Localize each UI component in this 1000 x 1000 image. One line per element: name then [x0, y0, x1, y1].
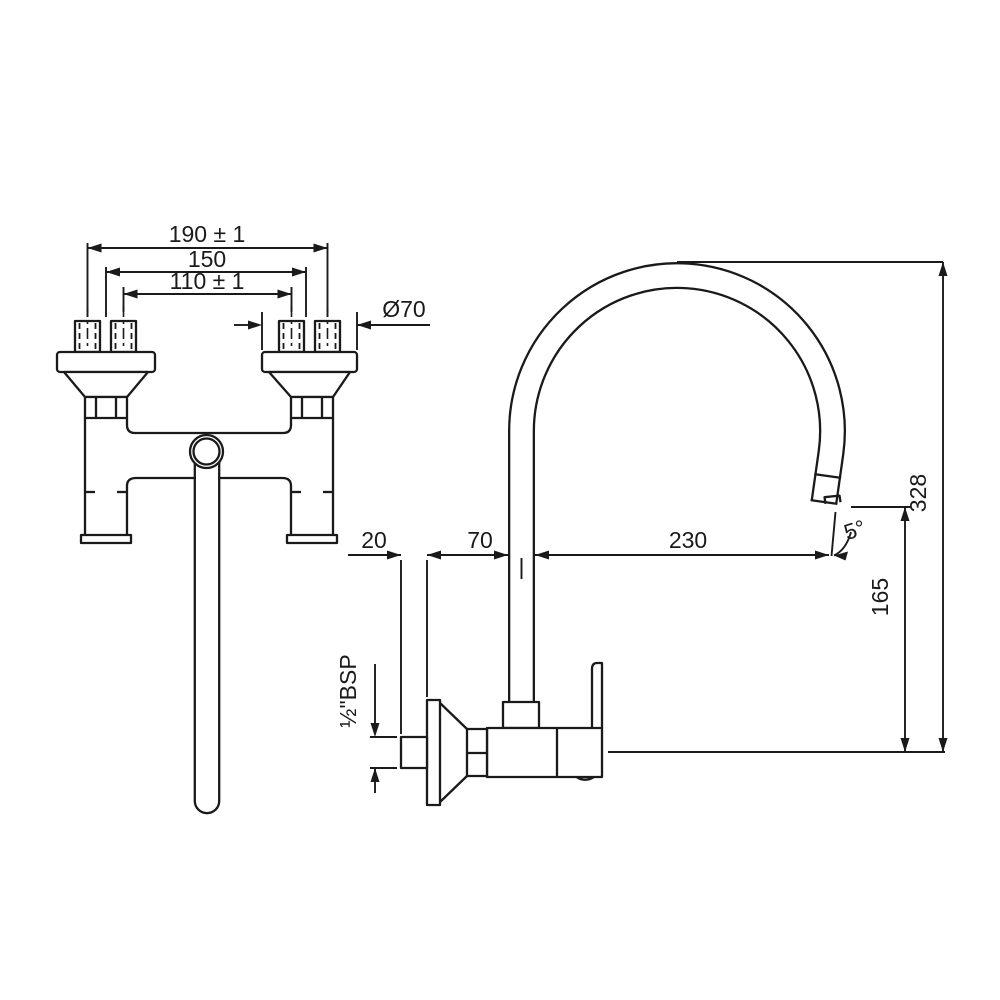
left-flange-assembly — [55, 306, 157, 420]
flange-plate — [55, 350, 157, 374]
riser-base-block — [501, 700, 541, 730]
side-view: 20 70 230 5° 165 328 — [335, 261, 948, 807]
front-spout-pipe — [193, 452, 221, 815]
front-body — [79, 418, 339, 545]
hex-nut — [83, 395, 129, 420]
flange-cone — [62, 370, 150, 399]
body-underside-detail — [575, 775, 595, 781]
side-dimensions: 20 70 230 5° 165 328 — [335, 261, 948, 793]
dim-label-110: 110 ± 1 — [170, 268, 245, 294]
front-dimensions: 190 ± 1 150 110 ± 1 Ø70 — [86, 221, 430, 350]
dim-label-dia70: Ø70 — [382, 296, 425, 322]
dim-label-5deg: 5° — [841, 515, 869, 545]
aerator-notch — [823, 494, 842, 504]
inlet-thread-pipe — [399, 735, 429, 770]
dim-label-150: 150 — [188, 246, 226, 272]
lever-handle — [590, 661, 604, 728]
gooseneck-spout — [508, 262, 846, 703]
right-flange-assembly — [260, 306, 359, 420]
front-view: 190 ± 1 150 110 ± 1 Ø70 — [55, 221, 430, 815]
left-foot-plate — [79, 533, 133, 545]
flange-cone — [267, 370, 352, 399]
flange-plate — [260, 350, 359, 374]
wall-flange-plate-side — [425, 698, 442, 807]
dim-label-230: 230 — [669, 527, 707, 553]
dim-label-70: 70 — [467, 527, 493, 553]
right-foot-plate — [285, 533, 339, 545]
spout-joint-outer-circle — [188, 433, 225, 470]
dim-label-bsp: ½"BSP — [335, 654, 361, 727]
valve-body — [485, 726, 604, 779]
dim-label-20: 20 — [361, 527, 387, 553]
dim-label-190: 190 ± 1 — [169, 221, 246, 247]
dim-label-328: 328 — [905, 474, 931, 512]
hex-nut — [289, 395, 335, 420]
spout-joint-inner-circle — [192, 437, 221, 466]
dim-label-165: 165 — [867, 578, 893, 616]
side-body — [399, 661, 604, 807]
